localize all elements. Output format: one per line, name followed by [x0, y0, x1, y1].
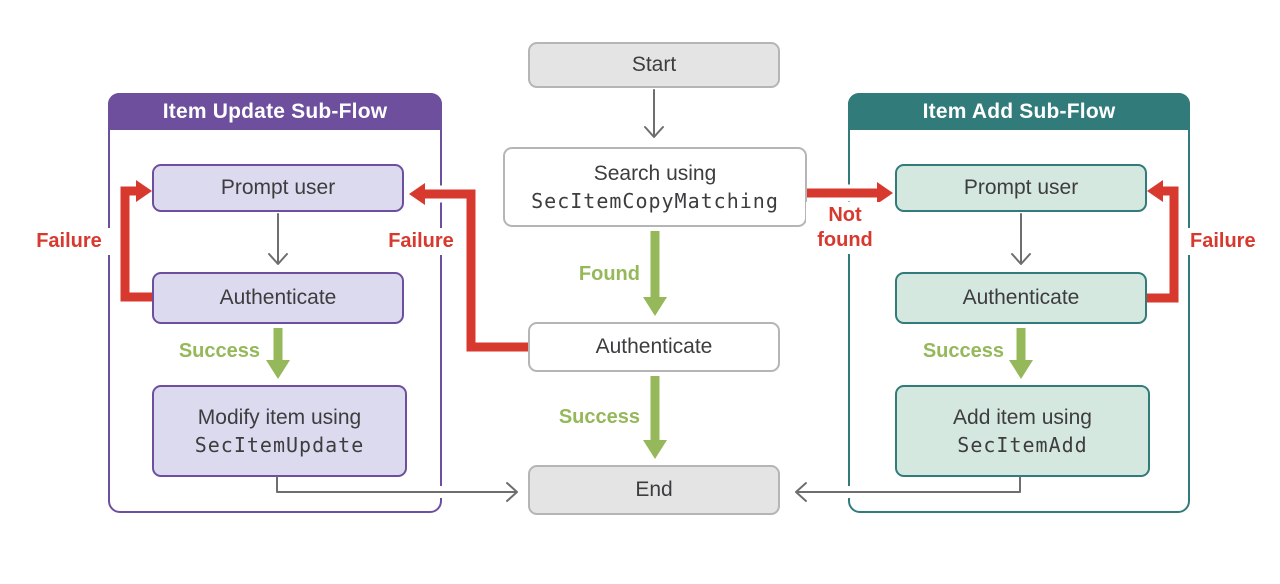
search-node: Search using SecItemCopyMatching [503, 147, 807, 227]
center-failure-label: Failure [376, 228, 466, 255]
arrowhead-modify-to-end [506, 482, 518, 502]
add-item-node: Add item using SecItemAdd [895, 385, 1150, 477]
item-add-subflow-header: Item Add Sub-Flow [848, 93, 1190, 130]
update-prompt-user-node: Prompt user [152, 164, 404, 212]
add-authenticate-label: Authenticate [962, 286, 1080, 310]
update-modify-item-code: SecItemUpdate [194, 432, 365, 457]
add-success-label: Success [892, 338, 1006, 365]
search-node-label: Search using [593, 162, 717, 186]
arrowhead-found [643, 297, 667, 316]
update-prompt-user-label: Prompt user [220, 176, 336, 200]
add-prompt-user-label: Prompt user [963, 176, 1079, 200]
authenticate-center-node: Authenticate [528, 322, 780, 372]
update-modify-item-label: Modify item using [197, 406, 362, 430]
search-node-code: SecItemCopyMatching [531, 188, 779, 213]
add-authenticate-node: Authenticate [895, 272, 1147, 324]
add-prompt-user-node: Prompt user [895, 164, 1147, 212]
add-item-code: SecItemAdd [957, 432, 1088, 457]
not-found-label: Not found [806, 202, 884, 254]
arrowhead-add-to-end [795, 482, 807, 502]
add-failure-label: Failure [1188, 228, 1280, 255]
center-success-label: Success [518, 404, 642, 431]
item-update-subflow-header: Item Update Sub-Flow [108, 93, 442, 130]
update-success-label: Success [148, 338, 262, 365]
arrowhead-center-success [643, 440, 667, 459]
start-node: Start [528, 42, 780, 88]
end-node-label: End [635, 478, 673, 502]
add-item-label: Add item using [953, 406, 1092, 430]
arrowhead-start-to-search [644, 126, 664, 138]
update-modify-item-node: Modify item using SecItemUpdate [152, 385, 407, 477]
update-failure-label: Failure [24, 228, 114, 255]
authenticate-center-label: Authenticate [595, 335, 713, 359]
found-label: Found [542, 261, 642, 288]
end-node: End [528, 465, 780, 515]
update-authenticate-node: Authenticate [152, 272, 404, 324]
start-node-label: Start [631, 53, 677, 77]
update-authenticate-label: Authenticate [219, 286, 337, 310]
